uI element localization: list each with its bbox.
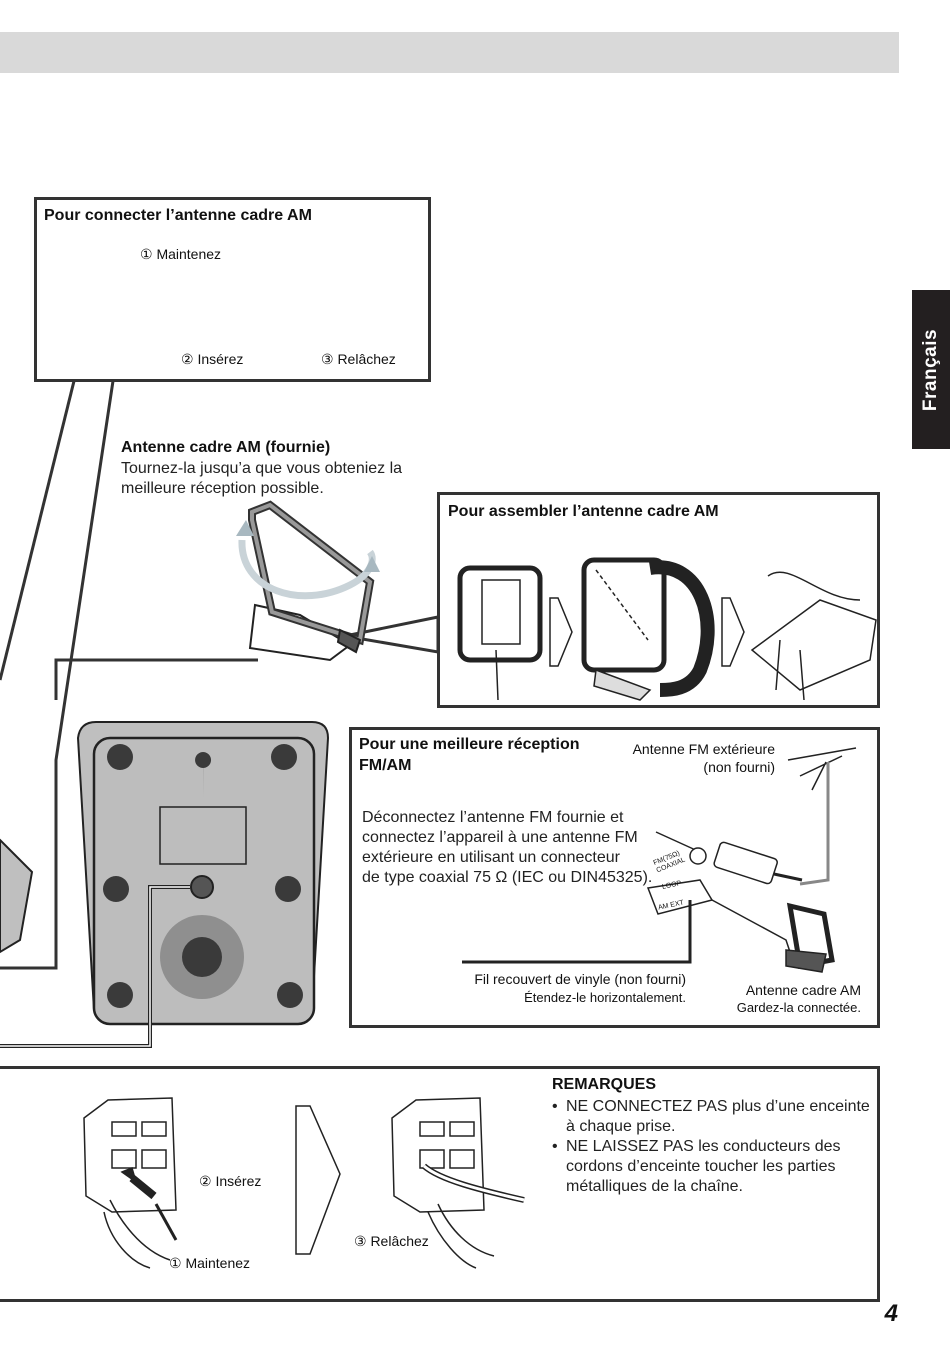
am-antenna-title: Antenne cadre AM (fournie)	[121, 439, 331, 456]
am-connect-title: Pour connecter l’antenne cadre AM	[44, 207, 312, 224]
main-unit-rear	[0, 721, 330, 1048]
outdoor-antenna-label-1: Antenne FM extérieure	[632, 741, 775, 757]
language-tab-label: Français	[920, 328, 941, 411]
am-connect-step1: ① Maintenez	[140, 246, 222, 262]
am-connect-step3: ③ Relâchez	[321, 351, 396, 367]
am-connect-box: Pour connecter l’antenne cadre AM ① Main…	[34, 197, 431, 382]
remark-item: NE CONNECTEZ PAS plus d’une enceinte à c…	[552, 1097, 872, 1137]
remarks-title: REMARQUES	[552, 1076, 657, 1093]
fm-reception-title-2: FM/AM	[359, 757, 412, 774]
fm-body-2: connectez l’appareil à une antenne FM	[362, 829, 638, 846]
speaker-connect-box: ② Insérez ① Maintenez ③ Relâchez REMARQU…	[0, 1066, 880, 1302]
fm-body-3: extérieure en utilisant un connecteur	[362, 849, 620, 866]
outdoor-antenna-label-2: (non fourni)	[703, 759, 775, 775]
fm-illustration	[462, 747, 857, 973]
speaker-step3: ③ Relâchez	[354, 1233, 429, 1249]
header-bar	[0, 32, 899, 73]
am-assemble-title: Pour assembler l’antenne cadre AM	[448, 503, 719, 520]
loop-antenna-label: Antenne cadre AM	[745, 982, 861, 998]
remarks-list: NE CONNECTEZ PAS plus d’une enceinte à c…	[552, 1097, 872, 1197]
page-number: 4	[884, 1300, 898, 1327]
am-connect-step2: ② Insérez	[181, 351, 244, 367]
assemble-illustration	[457, 557, 877, 701]
leader-lines	[0, 380, 258, 970]
loop-antenna-sub: Gardez-la connectée.	[736, 1000, 861, 1015]
fm-body-1: Déconnectez l’antenne FM fournie et	[362, 809, 624, 826]
am-loop-antenna	[236, 500, 380, 662]
jack-am-label: AM EXT	[657, 899, 685, 912]
speaker-step2: ② Insérez	[199, 1173, 262, 1189]
fm-reception-title-1: Pour une meilleure réception	[359, 736, 580, 753]
speaker-connect-illustration	[83, 1097, 525, 1269]
speaker-step1: ① Maintenez	[169, 1255, 251, 1271]
jack-fm-label: FM(75Ω) COAXIAL	[652, 850, 687, 875]
remark-item: NE LAISSEZ PAS les conducteurs des cordo…	[552, 1137, 872, 1197]
am-antenna-desc-2: meilleure réception possible.	[121, 480, 324, 497]
jack-loop-label: LOOP	[661, 880, 682, 891]
vinyl-wire-label: Fil recouvert de vinyle (non fourni)	[474, 971, 686, 987]
fm-reception-box: Pour une meilleure réception FM/AM Anten…	[349, 727, 880, 1028]
language-tab: Français	[912, 290, 950, 449]
vinyl-wire-sub: Étendez-le horizontalement.	[524, 990, 686, 1005]
am-antenna-desc-1: Tournez-la jusqu’a que vous obteniez la	[121, 460, 403, 477]
am-assemble-box: Pour assembler l’antenne cadre AM	[437, 492, 880, 708]
fm-body-4: de type coaxial 75 Ω (IEC ou DIN45325).	[362, 869, 653, 886]
